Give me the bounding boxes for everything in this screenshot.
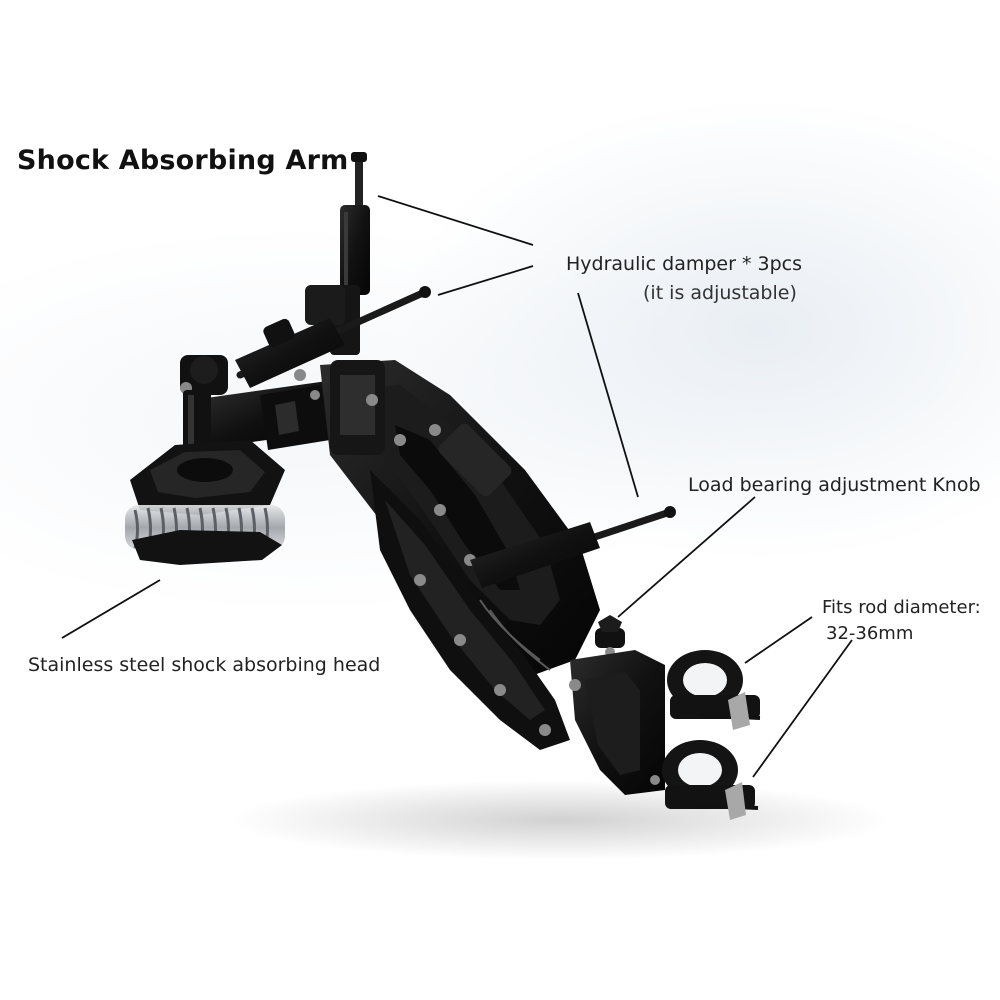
leader-lines: [61, 195, 853, 778]
hydraulic-damper-lower: [470, 506, 676, 588]
ground-shadow: [230, 780, 890, 860]
adjustment-knob: [595, 615, 625, 657]
label-rod-diameter: Fits rod diameter:: [822, 597, 981, 618]
lower-arm: [370, 470, 570, 750]
label-damper-note: (it is adjustable): [643, 282, 797, 304]
label-hydraulic-damper: Hydraulic damper * 3pcs: [566, 253, 802, 275]
leader-rod-lower: [752, 639, 853, 778]
leader-damper-top: [377, 195, 534, 246]
shock-absorbing-head: [125, 440, 285, 565]
label-shock-absorbing-head: Stainless steel shock absorbing head: [28, 654, 381, 676]
leader-rod-upper: [744, 616, 813, 664]
label-rod-diameter-value: 32-36mm: [826, 623, 914, 644]
leader-head: [61, 579, 161, 639]
leader-damper-middle: [437, 265, 534, 296]
mount-block: [569, 650, 665, 795]
leader-knob: [617, 496, 756, 618]
label-adjustment-knob: Load bearing adjustment Knob: [688, 474, 981, 496]
head-column: [183, 390, 211, 450]
rod-clamp-lower: [662, 740, 759, 820]
leader-damper-lower: [577, 292, 639, 498]
rod-clamp-upper: [667, 650, 761, 730]
page-title: Shock Absorbing Arm: [17, 145, 349, 176]
elbow-joint: [180, 355, 347, 450]
hydraulic-damper-middle: [235, 286, 431, 388]
